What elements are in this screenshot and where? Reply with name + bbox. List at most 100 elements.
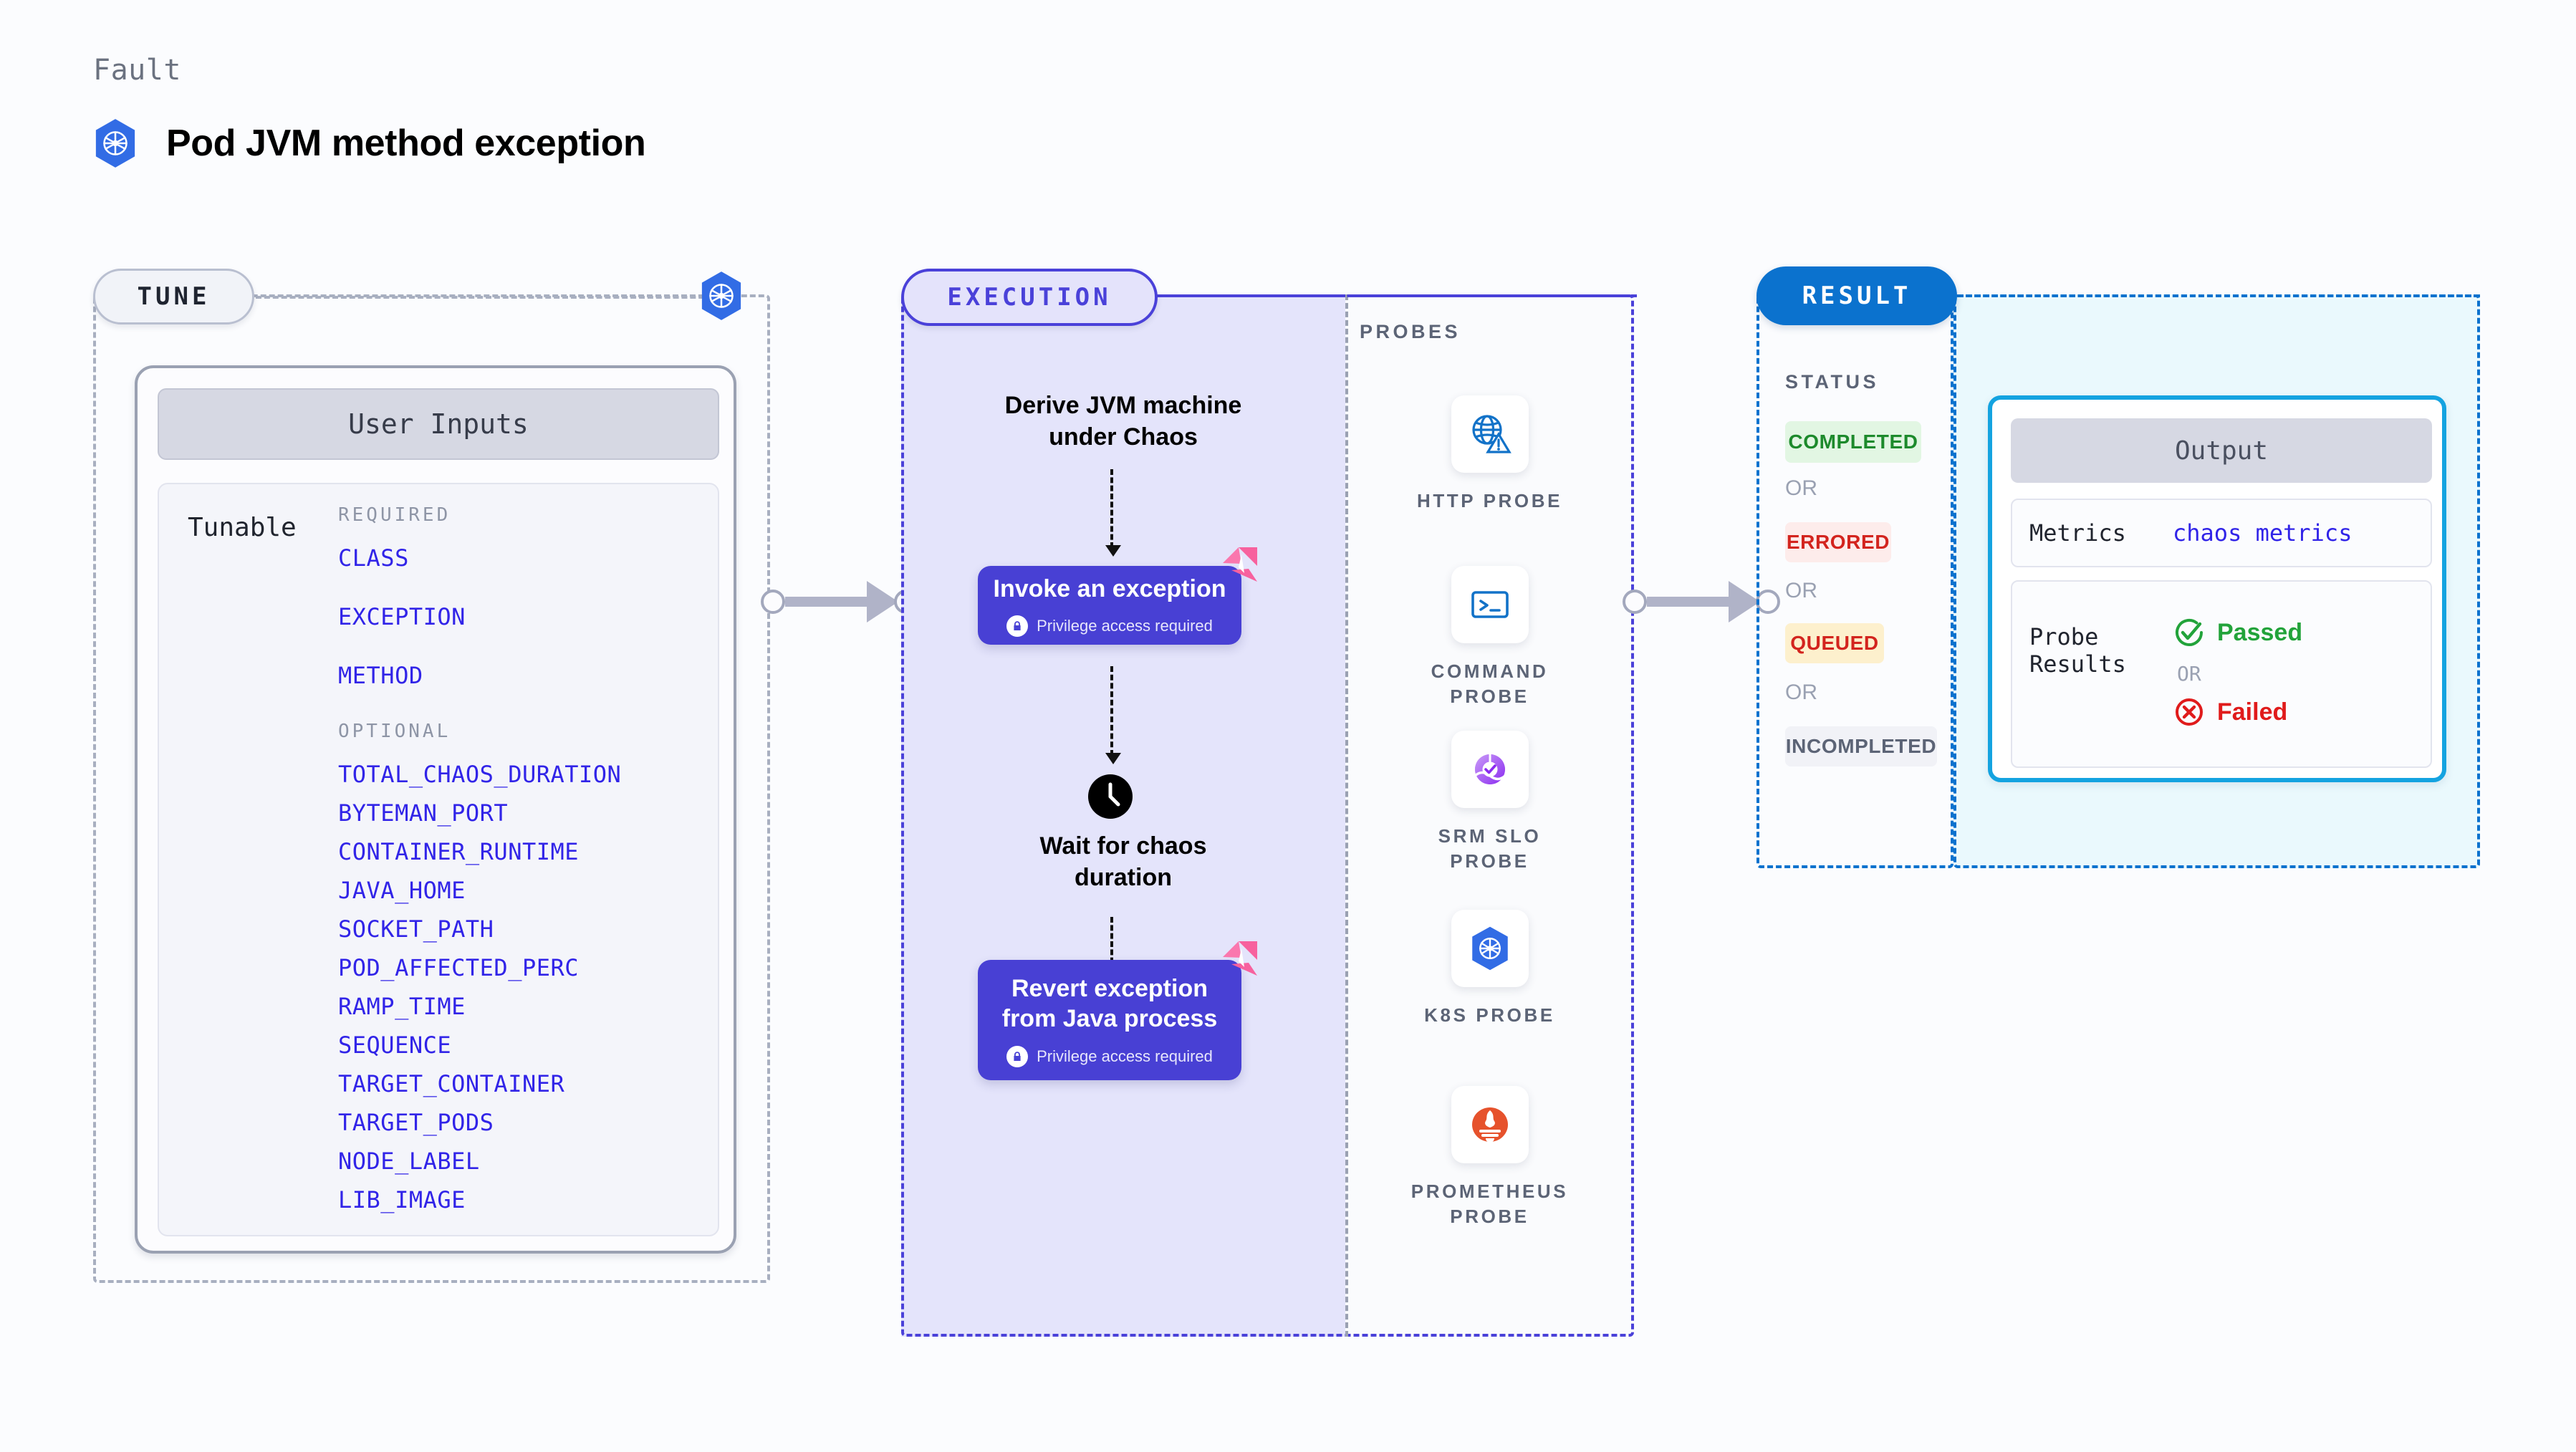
param-java-home[interactable]: JAVA_HOME bbox=[338, 877, 466, 904]
privilege-note: Privilege access required bbox=[1006, 1045, 1213, 1067]
output-header: Output bbox=[2011, 418, 2432, 483]
connector-node-start bbox=[761, 590, 785, 614]
execution-card-title: Invoke an exception bbox=[993, 574, 1226, 602]
wait-line: Wait for chaos duration bbox=[1039, 832, 1207, 891]
probe-tile bbox=[1451, 566, 1529, 643]
derive-line: Derive JVM machine under Chaos bbox=[1004, 392, 1242, 451]
execution-card-title: Revert exception from Java process bbox=[1001, 974, 1218, 1033]
probe-results-row: Probe Results Passed OR Faile bbox=[2011, 580, 2432, 768]
page-title-row: Pod JVM method exception bbox=[93, 118, 646, 168]
arrow-derive-to-invoke bbox=[1105, 469, 1121, 557]
probe-label: SRM SLO PROBE bbox=[1438, 825, 1542, 872]
param-exception[interactable]: EXCEPTION bbox=[338, 603, 466, 630]
lock-icon bbox=[1006, 615, 1029, 638]
probe-tile bbox=[1451, 1086, 1529, 1163]
result-pill[interactable]: RESULT bbox=[1756, 266, 1957, 325]
status-or-3: OR bbox=[1785, 681, 1817, 704]
srm-slo-icon bbox=[1474, 754, 1506, 784]
kubernetes-icon bbox=[1471, 926, 1508, 971]
tune-pill[interactable]: TUNE bbox=[93, 269, 254, 324]
clock-icon bbox=[1088, 774, 1133, 819]
tune-pill-connector bbox=[256, 296, 721, 299]
status-title: STATUS bbox=[1785, 371, 1879, 393]
execution-pill[interactable]: EXECUTION bbox=[901, 269, 1158, 326]
probes-title: PROBES bbox=[1360, 321, 1461, 342]
privilege-note-text: Privilege access required bbox=[1037, 617, 1213, 635]
check-circle-icon bbox=[2176, 619, 2203, 646]
execution-step-wait-label: Wait for chaos duration bbox=[944, 831, 1302, 893]
probe-command[interactable]: COMMAND PROBE bbox=[1345, 566, 1634, 709]
optional-group-title: OPTIONAL bbox=[338, 721, 451, 742]
tunable-panel: Tunable REQUIRED CLASS EXCEPTION METHOD … bbox=[158, 483, 719, 1236]
probe-tile bbox=[1451, 731, 1529, 808]
execution-pill-label: EXECUTION bbox=[947, 283, 1112, 312]
probe-verdicts: Passed OR Failed bbox=[2173, 616, 2302, 729]
execution-step-derive-label: Derive JVM machine under Chaos bbox=[944, 390, 1302, 453]
status-badge-queued: QUEUED bbox=[1785, 623, 1884, 663]
execution-panel-fill bbox=[901, 294, 1345, 1337]
param-ramp-time[interactable]: RAMP_TIME bbox=[338, 993, 466, 1020]
status-or-1: OR bbox=[1785, 476, 1817, 500]
param-target-pods[interactable]: TARGET_PODS bbox=[338, 1109, 494, 1136]
user-inputs-card: User Inputs Tunable REQUIRED CLASS EXCEP… bbox=[135, 365, 736, 1254]
page-title: Pod JVM method exception bbox=[166, 122, 646, 164]
probe-label: PROMETHEUS PROBE bbox=[1410, 1181, 1569, 1227]
connector-shaft bbox=[1647, 597, 1729, 607]
connector-arrowhead bbox=[867, 581, 898, 622]
probes-divider bbox=[1345, 294, 1348, 1337]
connector-tune-to-execution bbox=[761, 581, 918, 622]
execution-card-revert-exception[interactable]: Revert exception from Java process Privi… bbox=[978, 941, 1257, 1080]
param-total-chaos-duration[interactable]: TOTAL_CHAOS_DURATION bbox=[338, 761, 622, 788]
terminal-icon bbox=[1471, 591, 1509, 618]
litmus-icon bbox=[1223, 547, 1257, 582]
probe-label: K8S PROBE bbox=[1424, 1004, 1555, 1026]
x-circle-icon bbox=[2176, 698, 2203, 726]
metrics-link[interactable]: chaos metrics bbox=[2173, 519, 2352, 547]
probe-label: HTTP PROBE bbox=[1416, 490, 1563, 511]
probe-tile bbox=[1451, 910, 1529, 987]
param-pod-affected-perc[interactable]: POD_AFFECTED_PERC bbox=[338, 954, 580, 981]
output-card: Output Metrics chaos metrics Probe Resul… bbox=[1988, 395, 2446, 782]
probe-label: COMMAND PROBE bbox=[1431, 660, 1549, 707]
param-sequence[interactable]: SEQUENCE bbox=[338, 1032, 452, 1059]
connector-shaft bbox=[785, 597, 867, 607]
probe-http[interactable]: HTTP PROBE bbox=[1345, 395, 1634, 514]
probe-srm-slo[interactable]: SRM SLO PROBE bbox=[1345, 731, 1634, 874]
param-container-runtime[interactable]: CONTAINER_RUNTIME bbox=[338, 838, 580, 865]
result-pill-label: RESULT bbox=[1802, 282, 1912, 310]
param-lib-image[interactable]: LIB_IMAGE bbox=[338, 1186, 466, 1213]
tunable-params-column: REQUIRED CLASS EXCEPTION METHOD OPTIONAL… bbox=[338, 504, 711, 1225]
probe-results-key: Probe Results bbox=[2029, 623, 2126, 678]
param-byteman-port[interactable]: BYTEMAN_PORT bbox=[338, 799, 509, 827]
arrow-invoke-to-wait bbox=[1105, 666, 1121, 764]
probe-k8s[interactable]: K8S PROBE bbox=[1345, 910, 1634, 1028]
required-group-title: REQUIRED bbox=[338, 504, 451, 526]
status-badge-errored: ERRORED bbox=[1785, 522, 1891, 562]
param-socket-path[interactable]: SOCKET_PATH bbox=[338, 915, 494, 943]
user-inputs-header: User Inputs bbox=[158, 388, 719, 460]
verdict-failed: Failed bbox=[2173, 696, 2302, 729]
probe-prometheus[interactable]: PROMETHEUS PROBE bbox=[1345, 1086, 1634, 1229]
verdict-or: OR bbox=[2177, 662, 2201, 686]
param-method[interactable]: METHOD bbox=[338, 662, 423, 689]
param-target-container[interactable]: TARGET_CONTAINER bbox=[338, 1070, 565, 1097]
connector-node-start bbox=[1623, 590, 1647, 614]
status-or-2: OR bbox=[1785, 579, 1817, 602]
page-eyebrow: Fault bbox=[93, 54, 181, 87]
execution-card-invoke-exception[interactable]: Invoke an exception Privilege access req… bbox=[978, 547, 1257, 645]
kubernetes-icon bbox=[95, 119, 135, 168]
globe-warning-icon bbox=[1471, 415, 1512, 453]
lock-icon bbox=[1006, 1045, 1029, 1067]
litmus-icon bbox=[1223, 941, 1257, 976]
privilege-note-text: Privilege access required bbox=[1037, 1047, 1213, 1065]
connector-execution-to-result bbox=[1623, 581, 1780, 622]
verdict-failed-label: Failed bbox=[2217, 698, 2288, 726]
metrics-row: Metrics chaos metrics bbox=[2011, 499, 2432, 567]
param-node-label[interactable]: NODE_LABEL bbox=[338, 1148, 480, 1175]
status-badge-completed: COMPLETED bbox=[1785, 421, 1921, 463]
probe-tile bbox=[1451, 395, 1529, 473]
connector-arrowhead bbox=[1729, 581, 1760, 622]
param-class[interactable]: CLASS bbox=[338, 544, 409, 572]
kubernetes-icon bbox=[701, 271, 741, 320]
